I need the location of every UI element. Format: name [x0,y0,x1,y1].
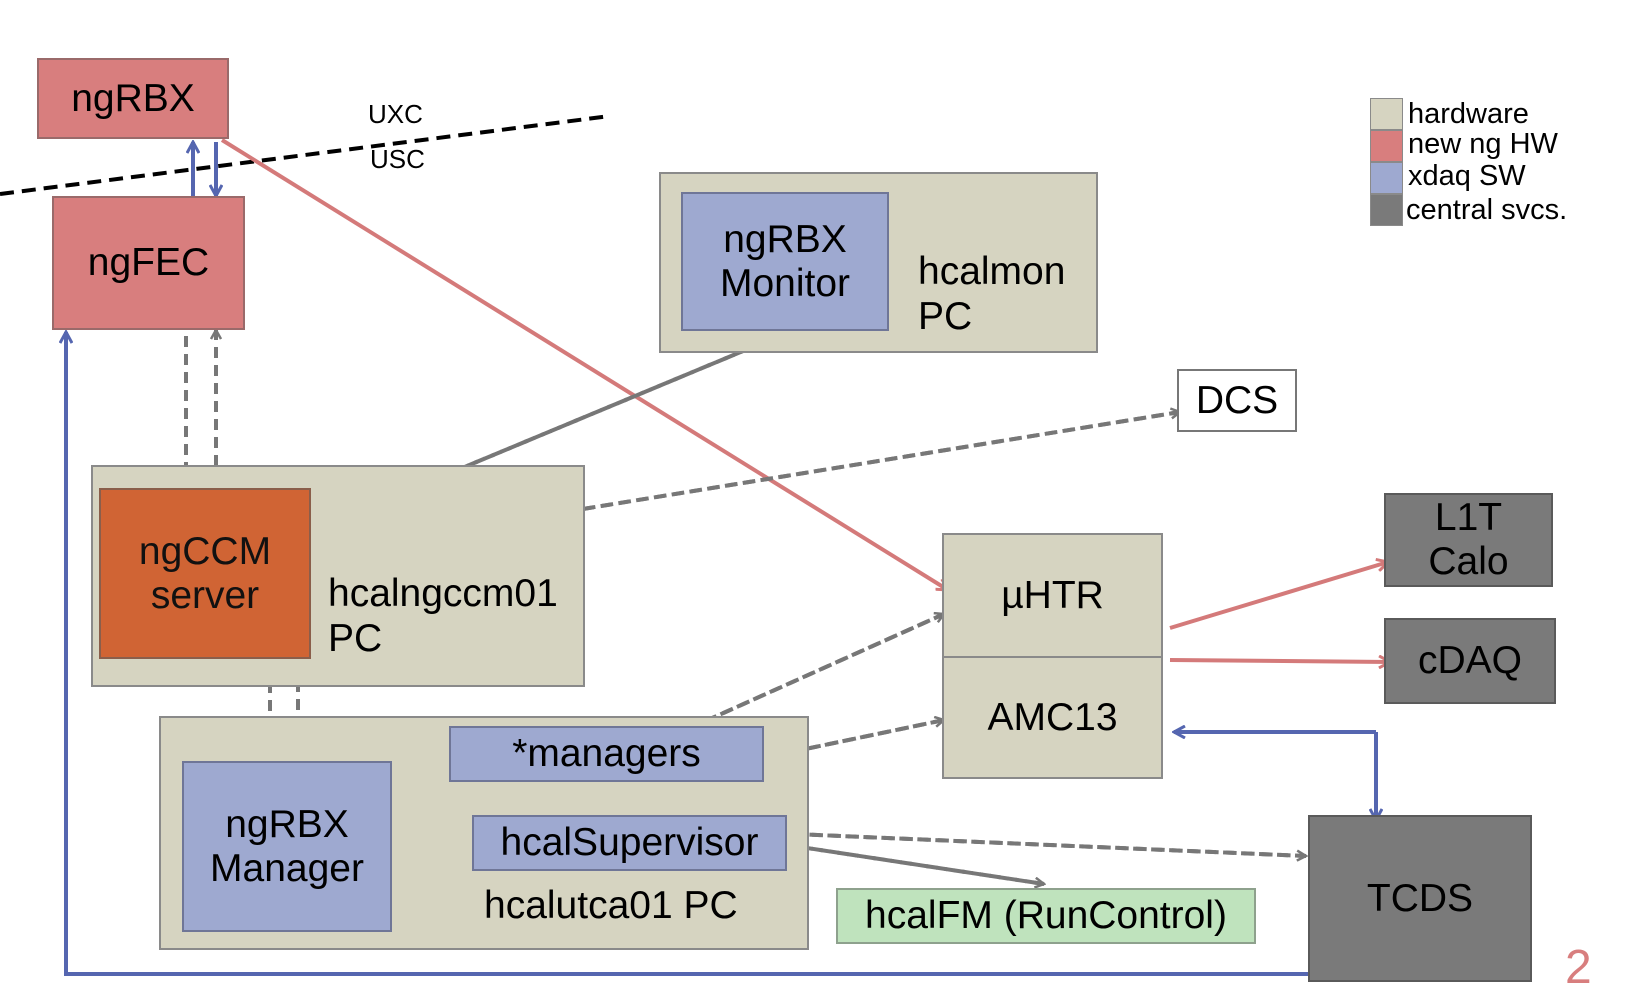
legend-swatch-new-ng-hw [1370,130,1403,162]
legend-label-hardware: hardware [1408,98,1529,130]
ngrbx-monitor-box: ngRBX Monitor [681,192,889,331]
link-uhtr-managers-a [689,614,944,730]
hcalsupervisor-box: hcalSupervisor [472,815,787,871]
tcds-label: TCDS [1366,876,1474,920]
managers-box: *managers [449,726,764,782]
legend: hardware new ng HW xdaq SW central svcs. [1370,98,1610,234]
tcds-box: TCDS [1308,815,1532,982]
ngrbx-label: ngRBX [71,76,195,120]
page-number: 2 [1565,941,1592,994]
legend-swatch-xdaq-sw [1370,162,1403,194]
ngccm-server-label: ngCCM server [138,529,272,617]
ngrbx-box: ngRBX [37,58,229,139]
usc-label: USC [370,144,425,174]
uxc-usc-boundary [0,114,611,196]
ngrbx-manager-box: ngRBX Manager [182,761,392,932]
legend-swatch-central-svcs [1370,194,1403,226]
cdaq-box: cDAQ [1384,618,1556,704]
l1t-calo-label: L1T Calo [1428,496,1509,583]
ngfec-label: ngFEC [87,241,210,284]
amc13-label: AMC13 [987,695,1118,739]
link-supervisor-hcalfm-b [794,846,1045,886]
hcalutca01-pc-label: hcalutca01 PC [484,884,738,927]
legend-label-new-ng-hw: new ng HW [1408,128,1558,160]
hcalfm-label: hcalFM (RunControl) [865,894,1227,937]
link-supervisor-tcds-b [794,834,1307,858]
ngccm-server-box: ngCCM server [99,488,311,659]
link-tcds-to-ngfec [66,332,1318,976]
ngrbx-monitor-label: ngRBX Monitor [719,217,851,305]
uhtr-box: µHTR [942,533,1163,658]
link-amc13-managers-a [771,720,944,758]
link-uhtr-to-l1t [1169,562,1388,630]
uhtr-label: µHTR [1001,573,1104,617]
link-uhtr-to-cdaq [1169,660,1390,662]
amc13-box: AMC13 [942,656,1163,779]
legend-label-xdaq-sw: xdaq SW [1408,160,1526,192]
link-ngrbx-to-uhtr [220,138,948,592]
legend-swatch-hardware [1370,98,1403,130]
link-uhtr-managers-b [690,612,945,728]
hcalmon-pc-label: hcalmon PC [918,250,1066,338]
hcalfm-box: hcalFM (RunControl) [836,888,1256,944]
dcs-box: DCS [1177,369,1297,432]
ngfec-box: ngFEC [52,196,245,330]
managers-label: *managers [512,732,701,775]
l1t-calo-box: L1T Calo [1384,493,1553,587]
cdaq-label: cDAQ [1417,639,1522,682]
hcalsupervisor-label: hcalSupervisor [500,821,759,864]
ngrbx-manager-label: ngRBX Manager [210,802,364,890]
legend-label-central-svcs: central svcs. [1406,194,1568,226]
hcalngccm01-pc-label: hcalngccm01 PC [328,572,558,660]
dcs-label: DCS [1195,378,1279,422]
uxc-label: UXC [368,99,423,129]
